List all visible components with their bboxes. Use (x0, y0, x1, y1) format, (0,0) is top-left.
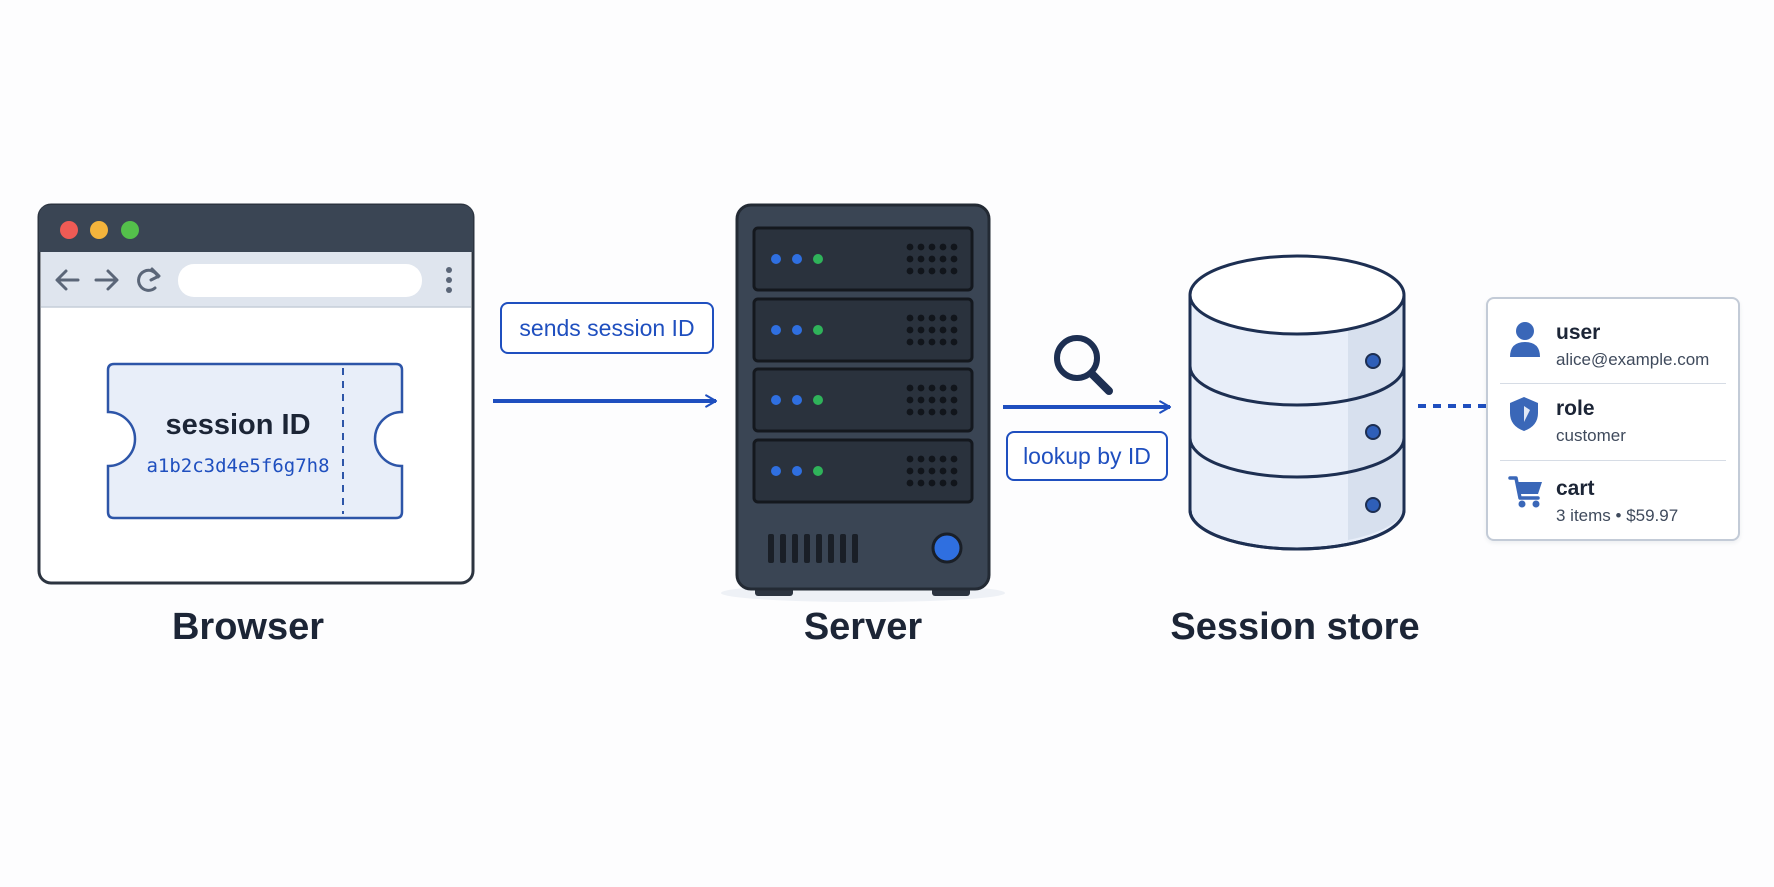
status-led (771, 466, 781, 476)
address-bar[interactable] (178, 264, 422, 297)
status-led (792, 254, 802, 264)
status-led (813, 325, 823, 335)
server-caption: Server (803, 606, 923, 648)
magnifier-icon (1054, 335, 1113, 395)
session-ticket (106, 362, 404, 520)
record-row-user: user alice@example.com (1488, 299, 1738, 375)
window-minimize-dot (90, 221, 108, 239)
status-led (813, 466, 823, 476)
server-unit (752, 297, 974, 363)
record-row-cart: cart 3 items • $59.97 (1488, 455, 1738, 531)
status-led (771, 254, 781, 264)
record-divider (1500, 383, 1726, 384)
server-unit (752, 226, 974, 292)
status-led (813, 254, 823, 264)
server-units (752, 226, 974, 504)
database-icon (1188, 254, 1406, 551)
window-close-dot (60, 221, 78, 239)
ticket-title: session ID (165, 409, 311, 441)
server-power-button[interactable] (931, 532, 963, 564)
reload-icon[interactable] (137, 267, 161, 292)
record-key: user (1556, 321, 1601, 344)
record-value: customer (1556, 426, 1626, 445)
status-led (792, 466, 802, 476)
status-led (771, 395, 781, 405)
cart-icon (1508, 476, 1542, 508)
forward-arrow-icon[interactable] (94, 269, 119, 291)
window-maximize-dot (121, 221, 139, 239)
send-arrow-label: sends session ID (500, 302, 714, 354)
lookup-arrow-label: lookup by ID (1006, 431, 1168, 481)
record-value: alice@example.com (1556, 350, 1710, 369)
server-unit (752, 367, 974, 433)
status-led (792, 395, 802, 405)
browser-caption: Browser (171, 606, 325, 648)
status-led (771, 325, 781, 335)
status-led (792, 325, 802, 335)
record-divider (1500, 460, 1726, 461)
record-row-role: role customer (1488, 377, 1738, 453)
session-record-card: user alice@example.com role customer car… (1486, 297, 1740, 541)
record-value: 3 items • $59.97 (1556, 506, 1679, 525)
shield-icon (1510, 397, 1538, 431)
menu-dots-icon[interactable] (446, 267, 452, 293)
store-caption: Session store (1170, 606, 1420, 648)
record-key: role (1556, 397, 1595, 420)
record-key: cart (1556, 477, 1595, 500)
server-vent (768, 534, 858, 563)
user-icon (1510, 322, 1540, 357)
ticket-code: a1b2c3d4e5f6g7h8 (146, 455, 330, 477)
back-arrow-icon[interactable] (55, 269, 80, 291)
status-led (813, 395, 823, 405)
server-unit (752, 438, 974, 504)
